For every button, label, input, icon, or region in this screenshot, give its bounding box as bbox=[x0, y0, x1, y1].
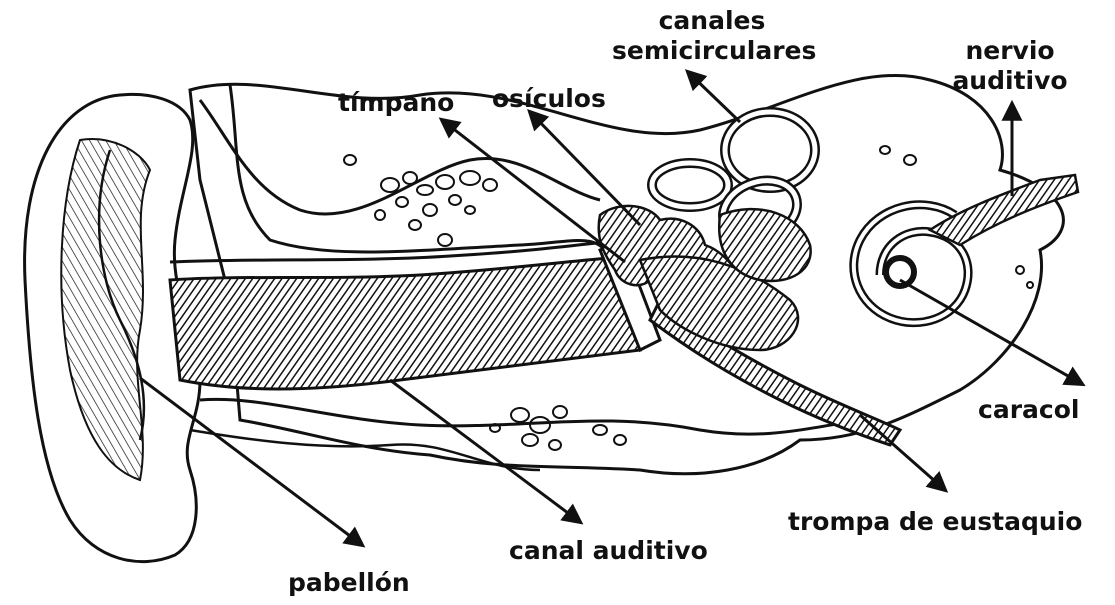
pointer-canales bbox=[688, 72, 740, 122]
label-canales-semicirculares: canales semicirculares bbox=[612, 6, 812, 66]
label-pabellon: pabellón bbox=[288, 568, 410, 598]
label-canal-auditivo: canal auditivo bbox=[509, 536, 708, 566]
label-nervio-auditivo: nervio auditivo bbox=[920, 36, 1100, 96]
label-caracol: caracol bbox=[978, 395, 1079, 425]
label-canales-line2: semicirculares bbox=[612, 36, 812, 66]
label-trompa-de-eustaquio: trompa de eustaquio bbox=[788, 507, 1082, 537]
pointer-trompa bbox=[860, 415, 945, 490]
label-nervio-line1: nervio bbox=[920, 36, 1100, 66]
label-timpano: tímpano bbox=[338, 88, 454, 118]
label-nervio-line2: auditivo bbox=[920, 66, 1100, 96]
label-canales-line1: canales bbox=[612, 6, 812, 36]
label-osiculos: osículos bbox=[492, 84, 606, 114]
